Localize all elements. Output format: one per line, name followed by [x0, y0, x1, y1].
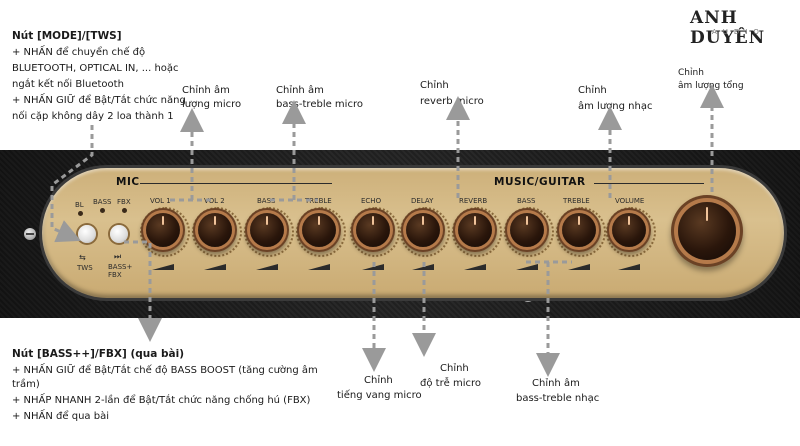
- led-label-fbx: FBX: [117, 198, 131, 206]
- knob-master-volume[interactable]: [678, 202, 736, 260]
- brand-sub: AUDIO: [712, 28, 765, 36]
- level-wedge: [152, 264, 174, 270]
- knob-label-music-treble: TREBLE: [563, 197, 590, 205]
- callout-echo-l2: tiếng vang micro: [337, 390, 422, 401]
- mode-note-line: + NHẤN để chuyển chế độ: [12, 47, 146, 58]
- knob-ring: [140, 207, 190, 257]
- led-bl: [78, 211, 83, 216]
- bass-note-title: Nút [BASS++]/FBX] (qua bài): [12, 348, 185, 360]
- knob-label-vol2: VOL 2: [204, 197, 225, 205]
- knob-label-mic-treble: TREBLE: [305, 197, 332, 205]
- mode-note-line: ngắt kết nối Bluetooth: [12, 79, 124, 90]
- level-wedge: [464, 264, 486, 270]
- music-section-line: [594, 183, 704, 184]
- knob-vol1[interactable]: [146, 213, 180, 247]
- knob-ring: [504, 207, 554, 257]
- knob-echo[interactable]: [356, 213, 390, 247]
- led-fbx: [122, 208, 127, 213]
- knob-ring: [296, 207, 346, 257]
- bass-note-line: + NHẤN GIỮ để Bật/Tắt chế độ BASS BOOST …: [12, 365, 318, 376]
- level-wedge: [256, 264, 278, 270]
- knob-label-music-bass: BASS: [517, 197, 536, 205]
- knob-music-bass[interactable]: [510, 213, 544, 247]
- next-icon: ⏭: [114, 252, 122, 261]
- knob-ring: [400, 207, 450, 257]
- brand-name: ANH DUYÊN: [690, 8, 766, 48]
- knob-label-delay: DELAY: [411, 197, 434, 205]
- music-section-title: MUSIC/GUITAR: [494, 176, 586, 188]
- knob-music-volume[interactable]: [612, 213, 646, 247]
- knob-vol2[interactable]: [198, 213, 232, 247]
- bass-fbx-label: BASS+ FBX: [108, 263, 133, 279]
- knob-ring: [556, 207, 606, 257]
- knob-label-reverb: REVERB: [459, 197, 488, 205]
- mode-note-title: Nút [MODE]/[TWS]: [12, 30, 122, 42]
- led-label-bl: BL: [75, 201, 84, 209]
- control-plate: MIC MUSIC/GUITAR BL BASS FBX ⇆ TWS ⏭ BAS…: [42, 168, 784, 298]
- callout-mic-eq-l2: bass-treble micro: [276, 99, 363, 110]
- knob-ring: [192, 207, 242, 257]
- knob-mic-bass[interactable]: [250, 213, 284, 247]
- knob-label-vol1: VOL 1: [150, 197, 171, 205]
- bass-note-line: + NHẤP NHANH 2-lần để Bật/Tắt chức năng …: [12, 395, 311, 406]
- level-wedge: [308, 264, 330, 270]
- led-bass: [100, 208, 105, 213]
- brand-logo: ANH DUYÊN AUDIO: [690, 2, 800, 48]
- callout-music-volume-l1: Chỉnh: [578, 85, 607, 96]
- callout-delay-l2: độ trễ micro: [420, 378, 482, 389]
- knob-delay[interactable]: [406, 213, 440, 247]
- mic-section-line: [140, 183, 332, 184]
- callout-reverb-l1: Chỉnh: [420, 80, 449, 91]
- knob-ring: [244, 207, 294, 257]
- callout-echo-l1: Chỉnh: [364, 375, 393, 386]
- knob-ring: [606, 207, 656, 257]
- level-wedge: [568, 264, 590, 270]
- bass-note-line: + NHẤN để qua bài: [12, 411, 109, 422]
- knob-music-treble[interactable]: [562, 213, 596, 247]
- level-wedge: [204, 264, 226, 270]
- level-wedge: [516, 264, 538, 270]
- knob-label-echo: ECHO: [361, 197, 382, 205]
- mode-note-line: nối cặp không dây 2 loa thành 1: [12, 111, 174, 122]
- mode-note-line: BLUETOOTH, OPTICAL IN, ... hoặc: [12, 63, 179, 74]
- bass-note-line: trầm): [12, 379, 40, 390]
- bass-fbx-button[interactable]: [110, 225, 128, 243]
- callout-music-eq-l1: Chỉnh âm: [532, 378, 580, 389]
- screw-icon: [24, 228, 36, 240]
- level-wedge: [618, 264, 640, 270]
- knob-label-mic-bass: BASS: [257, 197, 276, 205]
- knob-label-volume: VOLUME: [615, 197, 645, 205]
- callout-master-volume-l1: Chỉnh: [678, 68, 704, 78]
- knob-mic-treble[interactable]: [302, 213, 336, 247]
- knob-ring: [350, 207, 400, 257]
- mic-section-title: MIC: [116, 176, 140, 188]
- callout-delay-l1: Chỉnh: [440, 363, 469, 374]
- callout-mic-eq-l1: Chỉnh âm: [276, 85, 324, 96]
- knob-ring: [452, 207, 502, 257]
- knob-reverb[interactable]: [458, 213, 492, 247]
- led-label-bass: BASS: [93, 198, 112, 206]
- callout-mic-volume-l1: Chỉnh âm: [182, 85, 230, 96]
- tws-icon: ⇆: [79, 253, 86, 262]
- callout-music-eq-l2: bass-treble nhạc: [516, 393, 600, 404]
- mode-tws-button[interactable]: [78, 225, 96, 243]
- callout-mic-volume-l2: lượng micro: [182, 99, 242, 110]
- mode-note-line: + NHẤN GIỮ để Bật/Tắt chức năng: [12, 95, 186, 106]
- tws-label: TWS: [77, 264, 93, 272]
